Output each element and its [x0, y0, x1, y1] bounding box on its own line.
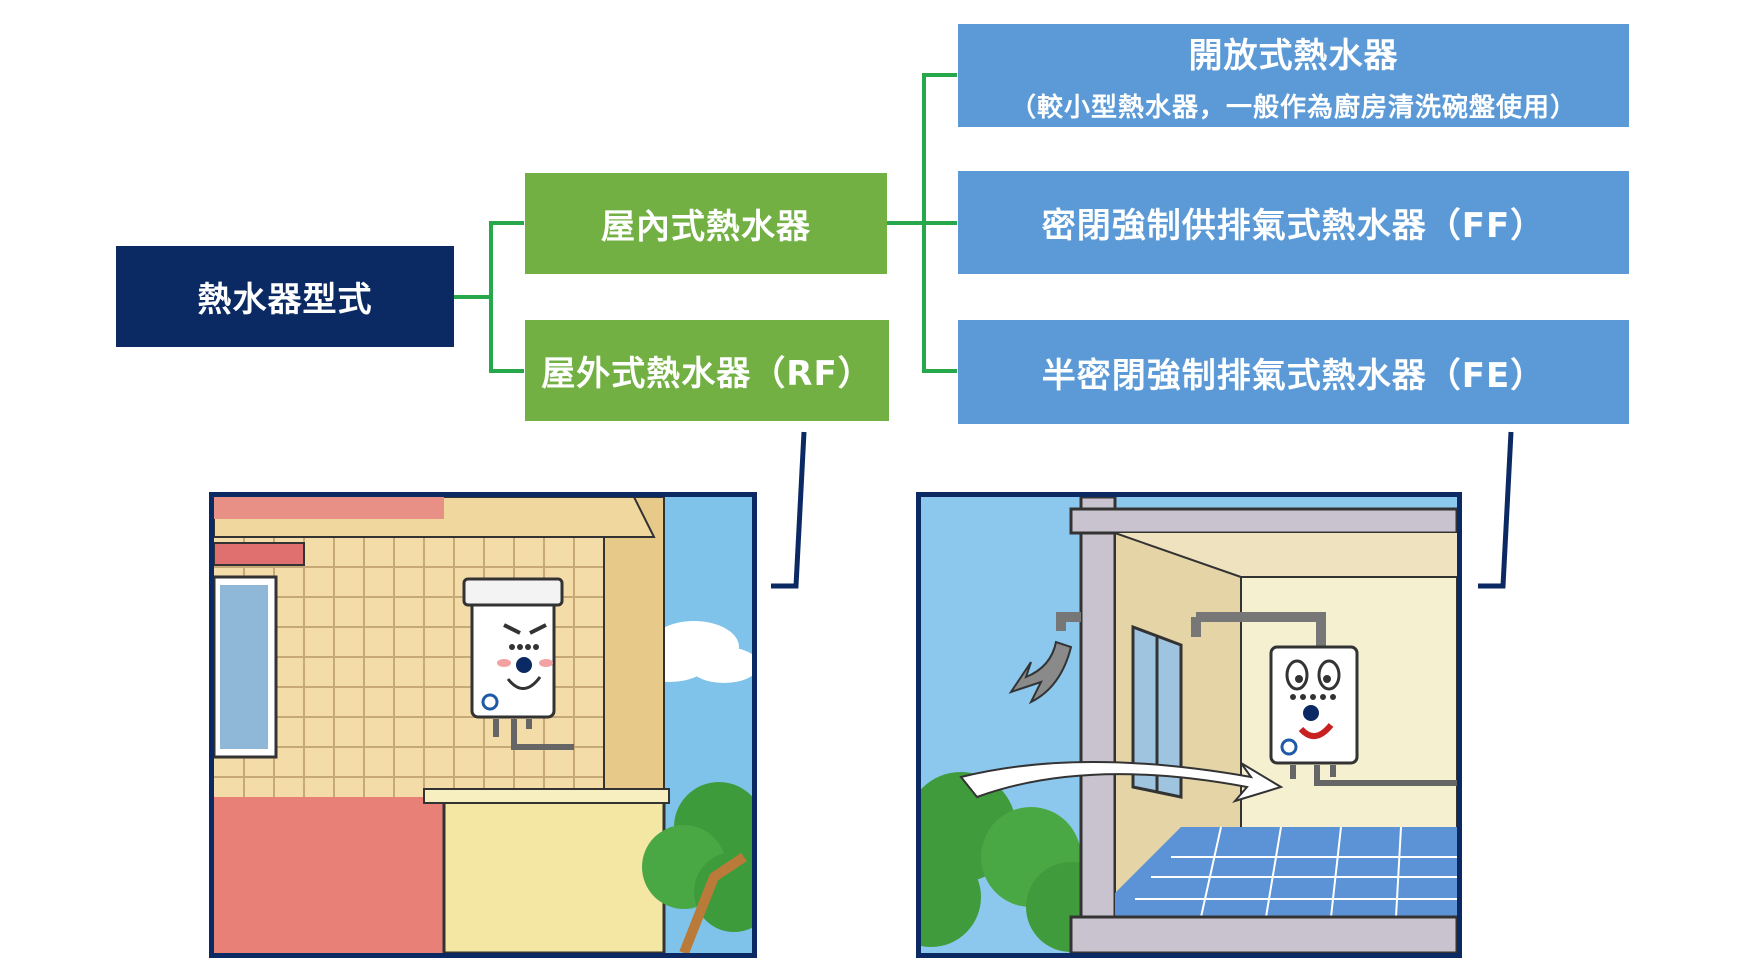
ff-type-label: 密閉強制供排氣式熱水器（FF）: [1041, 206, 1546, 246]
rf-illustration: [209, 492, 757, 958]
root-label: 熱水器型式: [197, 280, 373, 320]
fe-illustration: [916, 492, 1462, 958]
airflow-arrow-icon: [959, 640, 1284, 803]
ff-type-node: 密閉強制供排氣式熱水器（FF）: [958, 171, 1629, 274]
indoor-node: 屋內式熱水器: [525, 173, 887, 274]
fe-callout-line: [1478, 431, 1514, 589]
rf-scene: [214, 497, 752, 953]
outdoor-node: 屋外式熱水器（RF）: [525, 320, 889, 421]
level2-bracket: [489, 221, 524, 373]
root-node: 熱水器型式: [116, 246, 454, 347]
outdoor-label: 屋外式熱水器（RF）: [541, 354, 873, 394]
fe-type-node: 半密閉強制排氣式熱水器（FE）: [958, 320, 1629, 424]
fe-type-label: 半密閉強制排氣式熱水器（FE）: [1041, 355, 1546, 396]
fe-scene: [921, 497, 1457, 953]
open-type-note: （較小型熱水器，一般作為廚房清洗碗盤使用）: [1009, 92, 1577, 123]
window-icon: [214, 542, 305, 759]
open-type-label: 開放式熱水器: [1188, 35, 1399, 76]
water-heater-icon: [1269, 645, 1457, 786]
indoor-label: 屋內式熱水器: [601, 207, 811, 247]
rf-callout-line: [771, 431, 807, 589]
tree-icon: [642, 782, 752, 953]
open-type-node: 開放式熱水器 （較小型熱水器，一般作為廚房清洗碗盤使用）: [958, 24, 1629, 127]
water-heater-icon: [462, 577, 574, 750]
